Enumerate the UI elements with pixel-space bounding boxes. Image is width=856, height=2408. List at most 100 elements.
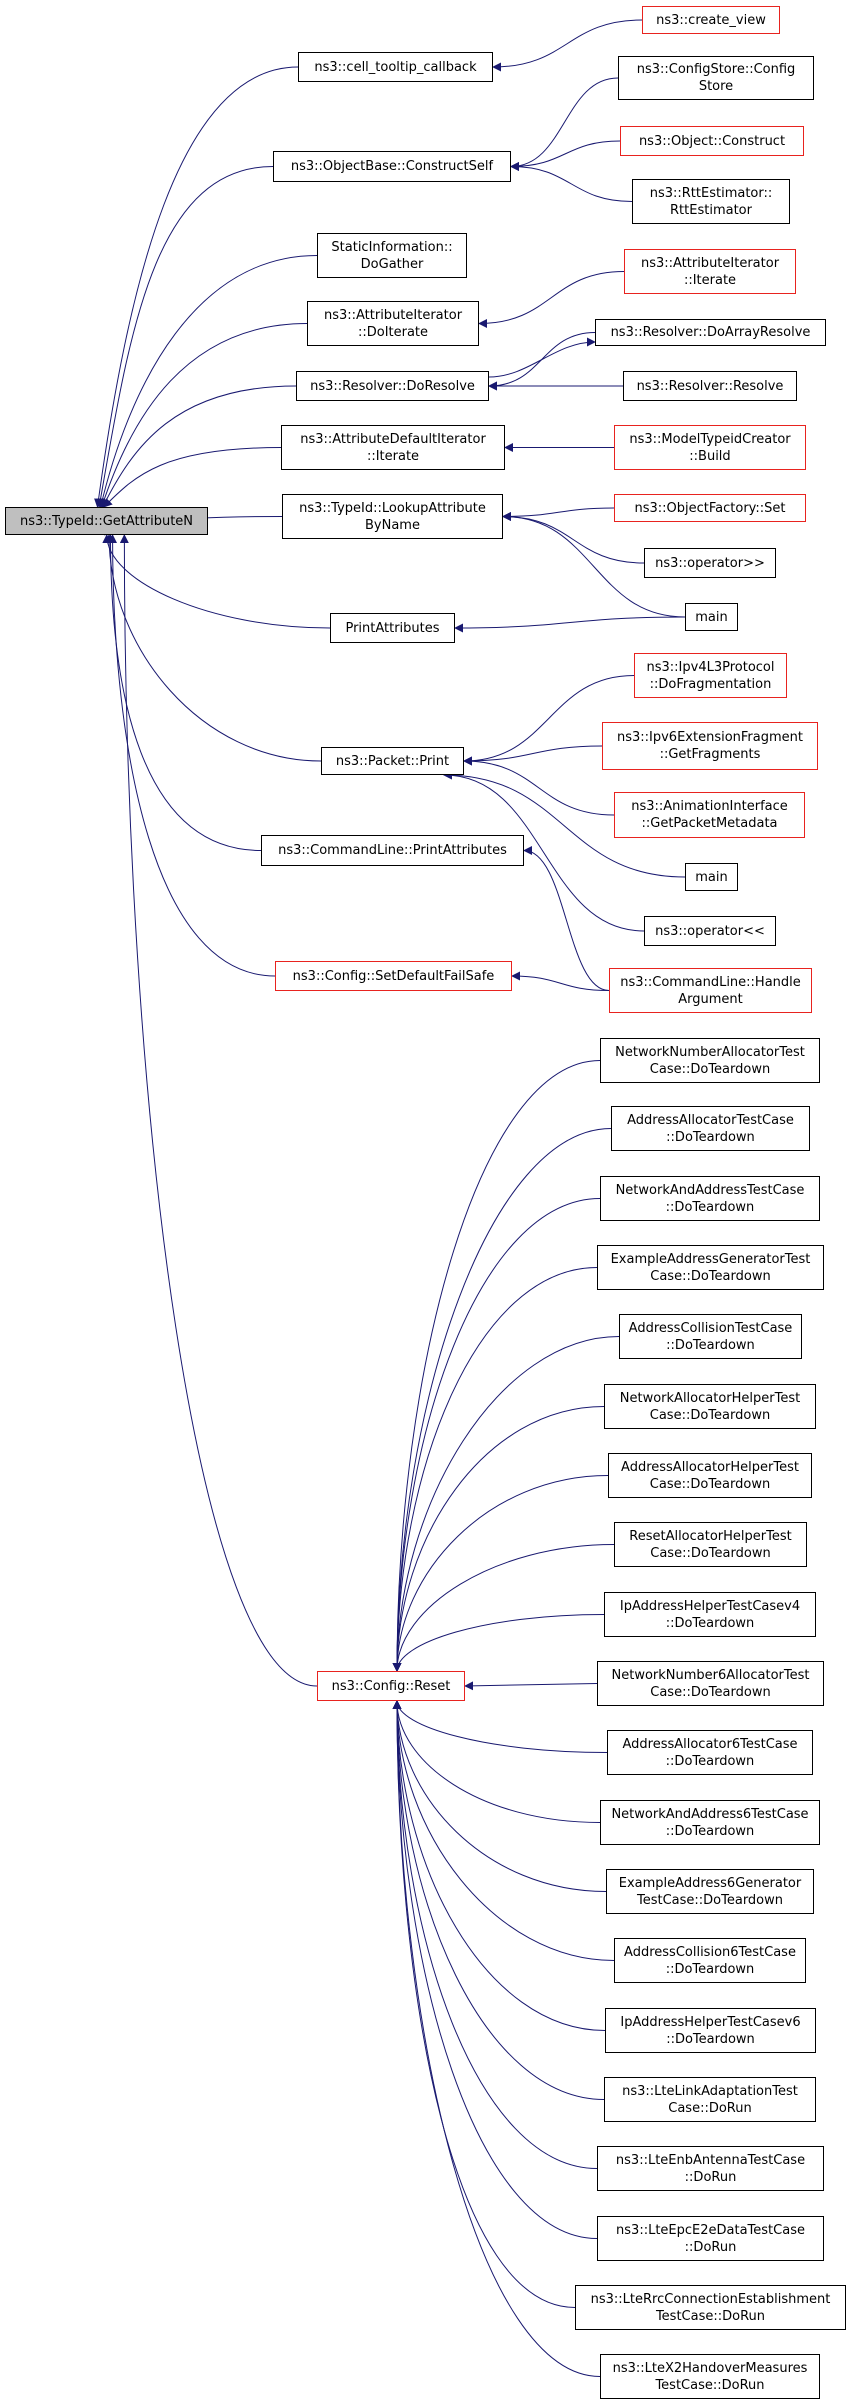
node-label: StaticInformation:: DoGather: [331, 239, 453, 272]
node-ns3-ipv4l3protocol-dofragmentation[interactable]: ns3::Ipv4L3Protocol ::DoFragmentation: [634, 653, 787, 698]
node-ns3-create-view[interactable]: ns3::create_view: [642, 6, 780, 34]
edge-objectfactory_set-to-lookupattr: [502, 507, 615, 521]
edge-operator_lshift-to-packet_print: [443, 770, 645, 932]
edge-operator_rshift-to-lookupattr: [502, 512, 645, 564]
node-label: ns3::ObjectBase::ConstructSelf: [290, 159, 494, 174]
node-ns3-typeid-lookupattribute-byname[interactable]: ns3::TypeId::LookupAttribute ByName: [282, 494, 503, 539]
node-ns3-configstore-config-store[interactable]: ns3::ConfigStore::Config Store: [618, 56, 814, 100]
node-label: ns3::AttributeDefaultIterator ::Iterate: [300, 431, 486, 464]
node-label: ns3::Object::Construct: [638, 133, 786, 149]
node-ns3-ipv6extensionfragment-getfragments[interactable]: ns3::Ipv6ExtensionFragment ::GetFragment…: [602, 722, 818, 770]
edge-setdefaultfailsafe-to-getattributen: [108, 534, 276, 977]
edge-t4-to-config_reset: [392, 1267, 598, 1672]
node-addresscollision6testcase-doteardown[interactable]: AddressCollision6TestCase ::DoTeardown: [614, 1938, 806, 1983]
node-ns3-packet-print[interactable]: ns3::Packet::Print: [321, 747, 464, 775]
edge-main1-to-printattributes: [454, 616, 686, 633]
node-ns3-ltex2handovermeasures-testcase-dorun[interactable]: ns3::LteX2HandoverMeasures TestCase::DoR…: [600, 2354, 820, 2399]
edge-attriter_doiterate-to-getattributen: [99, 323, 308, 508]
node-label: ns3::Resolver::DoArrayResolve: [610, 325, 811, 340]
node-addressallocatorhelpertest-case-doteardown[interactable]: AddressAllocatorHelperTest Case::DoTeard…: [608, 1453, 812, 1498]
edge-t10-to-config_reset: [464, 1681, 598, 1691]
node-ns3-attributedefaultiterator-iterate[interactable]: ns3::AttributeDefaultIterator ::Iterate: [281, 425, 505, 470]
node-main[interactable]: main: [685, 603, 738, 631]
edge-ipv6ext_getfrag-to-packet_print: [463, 745, 603, 766]
node-label: NetworkAndAddress6TestCase ::DoTeardown: [611, 1806, 809, 1839]
node-resetallocatorhelpertest-case-doteardown[interactable]: ResetAllocatorHelperTest Case::DoTeardow…: [614, 1522, 807, 1567]
node-label: NetworkNumber6AllocatorTest Case::DoTear…: [611, 1667, 810, 1700]
node-ipaddresshelpertestcasev6-doteardown[interactable]: IpAddressHelperTestCasev6 ::DoTeardown: [605, 2008, 816, 2053]
node-label: IpAddressHelperTestCasev6 ::DoTeardown: [620, 2014, 801, 2047]
edge-t2-to-config_reset: [392, 1128, 612, 1672]
edge-t14-to-config_reset: [392, 1700, 615, 1961]
node-ns3-rttestimator-rttestimator[interactable]: ns3::RttEstimator:: RttEstimator: [632, 179, 790, 224]
node-ns3-attributeiterator-iterate[interactable]: ns3::AttributeIterator ::Iterate: [624, 249, 796, 294]
edge-cmdline_printattrs-to-getattributen: [105, 534, 262, 851]
node-label: ns3::cell_tooltip_callback: [314, 59, 477, 75]
node-addresscollisiontestcase-doteardown[interactable]: AddressCollisionTestCase ::DoTeardown: [619, 1314, 802, 1359]
node-ns3-ltelinkadaptationtest-case-dorun[interactable]: ns3::LteLinkAdaptationTest Case::DoRun: [604, 2077, 816, 2122]
node-ns3-attributeiterator-doiterate[interactable]: ns3::AttributeIterator ::DoIterate: [307, 301, 479, 346]
node-label: ns3::AttributeIterator ::Iterate: [640, 255, 780, 288]
node-networkandaddresstestcase-doteardown[interactable]: NetworkAndAddressTestCase ::DoTeardown: [600, 1176, 820, 1221]
node-label: ns3::LteLinkAdaptationTest Case::DoRun: [622, 2083, 798, 2116]
edge-cmdline_handlearg-to-cmdline_printattrs: [523, 846, 610, 991]
node-ns3-resolver-doresolve[interactable]: ns3::Resolver::DoResolve: [296, 371, 489, 401]
node-label: NetworkAllocatorHelperTest Case::DoTeard…: [619, 1390, 801, 1423]
node-label: ns3::LteEnbAntennaTestCase ::DoRun: [615, 2152, 806, 2185]
node-label: ns3::CommandLine::PrintAttributes: [278, 843, 507, 858]
node-exampleaddressgeneratortest-case-doteardown[interactable]: ExampleAddressGeneratorTest Case::DoTear…: [597, 1245, 824, 1290]
node-label: ns3::operator>>: [655, 555, 765, 571]
node-ns3-config-reset[interactable]: ns3::Config::Reset: [317, 1671, 465, 1701]
node-ns3-objectbase-constructself[interactable]: ns3::ObjectBase::ConstructSelf: [273, 151, 511, 182]
node-addressallocatortestcase-doteardown[interactable]: AddressAllocatorTestCase ::DoTeardown: [611, 1106, 810, 1151]
node-label: ns3::AttributeIterator ::DoIterate: [323, 307, 463, 340]
node-main[interactable]: main: [685, 863, 738, 891]
edge-t9-to-config_reset: [392, 1614, 605, 1672]
edge-t12-to-config_reset: [392, 1700, 601, 1823]
node-ns3-resolver-resolve[interactable]: ns3::Resolver::Resolve: [623, 371, 797, 401]
node-ns3-modeltypeidcreator-build[interactable]: ns3::ModelTypeidCreator ::Build: [614, 425, 806, 470]
edge-t17-to-config_reset: [392, 1700, 598, 2169]
node-ns3-config-setdefaultfailsafe[interactable]: ns3::Config::SetDefaultFailSafe: [275, 961, 512, 991]
node-ns3-operator[interactable]: ns3::operator<<: [644, 916, 776, 946]
node-exampleaddress6generator-testcase-doteardown[interactable]: ExampleAddress6Generator TestCase::DoTea…: [606, 1869, 814, 1914]
edge-t13-to-config_reset: [392, 1700, 607, 1892]
node-printattributes[interactable]: PrintAttributes: [330, 613, 455, 643]
node-ns3-lteepce2edatatestcase-dorun[interactable]: ns3::LteEpcE2eDataTestCase ::DoRun: [597, 2216, 824, 2261]
node-staticinformation-dogather[interactable]: StaticInformation:: DoGather: [317, 233, 467, 278]
node-addressallocator6testcase-doteardown[interactable]: AddressAllocator6TestCase ::DoTeardown: [607, 1730, 813, 1775]
node-networkallocatorhelpertest-case-doteardown[interactable]: NetworkAllocatorHelperTest Case::DoTeard…: [604, 1384, 816, 1429]
node-ns3-objectfactory-set[interactable]: ns3::ObjectFactory::Set: [614, 494, 806, 522]
node-networkandaddress6testcase-doteardown[interactable]: NetworkAndAddress6TestCase ::DoTeardown: [600, 1800, 820, 1845]
node-label: ns3::Resolver::Resolve: [636, 378, 784, 394]
node-ns3-resolver-doarrayresolve[interactable]: ns3::Resolver::DoArrayResolve: [595, 319, 826, 346]
node-label: ns3::operator<<: [655, 923, 765, 939]
node-ns3-commandline-printattributes[interactable]: ns3::CommandLine::PrintAttributes: [261, 835, 524, 866]
node-ns3-lteenbantennatestcase-dorun[interactable]: ns3::LteEnbAntennaTestCase ::DoRun: [597, 2146, 824, 2191]
node-label: ns3::AnimationInterface ::GetPacketMetad…: [631, 799, 788, 831]
node-ns3-lterrcconnectionestablishment-testcase-dorun[interactable]: ns3::LteRrcConnectionEstablishment TestC…: [575, 2285, 846, 2330]
node-ns3-cell-tooltip-callback[interactable]: ns3::cell_tooltip_callback: [298, 52, 493, 82]
edge-doresolve-to-doarrayresolve: [488, 337, 596, 378]
edge-packet_print-to-getattributen: [104, 534, 322, 762]
edge-t8-to-config_reset: [392, 1544, 615, 1672]
node-ns3-animationinterface-getpacketmetadata[interactable]: ns3::AnimationInterface ::GetPacketMetad…: [614, 792, 805, 838]
edge-printattributes-to-getattributen: [102, 534, 331, 629]
node-ipaddresshelpertestcasev4-doteardown[interactable]: IpAddressHelperTestCasev4 ::DoTeardown: [604, 1592, 816, 1637]
node-ns3-commandline-handle-argument[interactable]: ns3::CommandLine::Handle Argument: [609, 968, 812, 1013]
node-label: main: [695, 609, 728, 625]
edge-staticinfo-to-getattributen: [98, 255, 318, 508]
node-ns3-operator[interactable]: ns3::operator>>: [644, 548, 776, 578]
edge-configstore-to-constructself: [510, 77, 619, 171]
edge-t6-to-config_reset: [392, 1406, 605, 1672]
node-label: ns3::CommandLine::Handle Argument: [620, 974, 801, 1007]
node-label: ns3::Resolver::DoResolve: [310, 378, 475, 394]
node-label: IpAddressHelperTestCasev4 ::DoTeardown: [619, 1598, 801, 1631]
root-node-getattributen: ns3::TypeId::GetAttributeN: [5, 507, 208, 535]
node-networknumber6allocatortest-case-doteardown[interactable]: NetworkNumber6AllocatorTest Case::DoTear…: [597, 1661, 824, 1706]
edge-cell_tooltip-to-getattributen: [94, 66, 299, 508]
edge-t3-to-config_reset: [392, 1198, 601, 1672]
node-label: ns3::Packet::Print: [335, 753, 450, 769]
node-networknumberallocatortest-case-doteardown[interactable]: NetworkNumberAllocatorTest Case::DoTeard…: [600, 1038, 820, 1083]
node-ns3-object-construct[interactable]: ns3::Object::Construct: [620, 126, 804, 156]
